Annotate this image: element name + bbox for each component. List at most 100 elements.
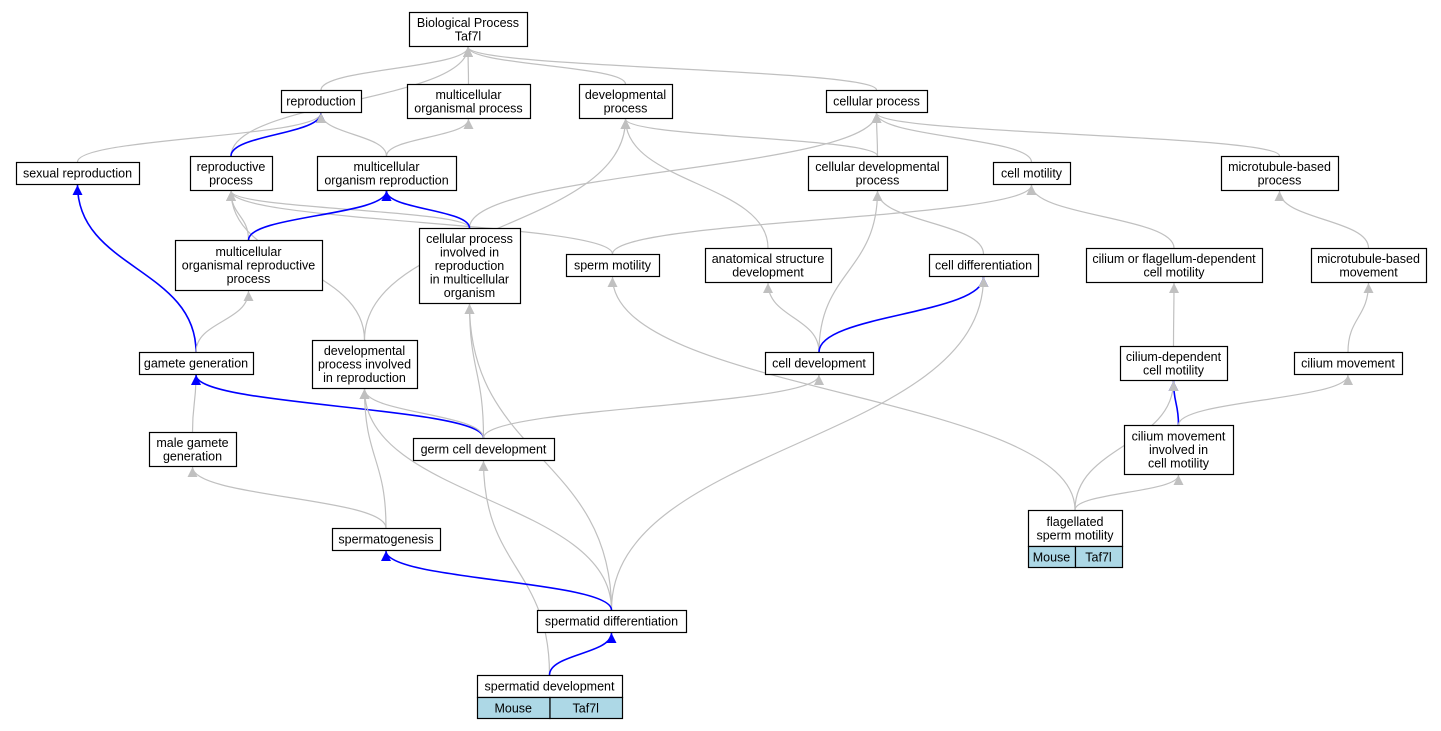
node-label-line: movement — [1339, 265, 1398, 279]
node-label-line: cell motility — [1143, 265, 1205, 279]
node-label-line: cellular process — [426, 232, 513, 246]
node-spermatid-differentiation[interactable]: spermatid differentiation — [536, 609, 688, 634]
node-label-line: cell motility — [1001, 167, 1063, 181]
edge-reproduction-to-bp-taf7l — [320, 46, 473, 91]
edge-cellular-developmental-process-to-cellular-process — [871, 112, 882, 157]
edge-gamete-generation-to-multicellular-organismal-reproductive-process — [195, 290, 254, 353]
node-box — [565, 253, 661, 278]
node-label-line: reproduction — [286, 95, 356, 109]
node-label-line: cell differentiation — [935, 259, 1032, 273]
node-label-line: process — [1258, 173, 1302, 187]
node-gamete-generation[interactable]: gamete generation — [138, 351, 255, 376]
node-label-line: sperm motility — [574, 259, 652, 273]
node-label-line: involved in — [440, 246, 499, 260]
annotation-label: Taf7l — [573, 702, 599, 716]
node-box — [825, 89, 929, 114]
node-box — [1293, 351, 1404, 376]
node-germ-cell-development[interactable]: germ cell development — [412, 437, 556, 462]
node-label-line: flagellated — [1047, 515, 1104, 529]
edge-cilium-or-flagellum-dependent-cell-motility-to-cell-motility — [1026, 184, 1175, 249]
edge-cellular-developmental-process-to-developmental-process — [620, 118, 879, 157]
node-label-line: spermatid development — [485, 680, 615, 694]
node-label-line: reproduction — [435, 259, 505, 273]
node-box — [1220, 155, 1340, 192]
node-label-line: cilium or flagellum-dependent — [1092, 252, 1256, 266]
node-box — [1027, 509, 1124, 548]
node-cell-motility[interactable]: cell motility — [992, 161, 1072, 186]
edge-flagellated-sperm-motility-to-cilium-movement-involved-in-cell-motility — [1074, 474, 1184, 511]
node-sexual-reproduction[interactable]: sexual reproduction — [15, 161, 141, 186]
edge-cell-differentiation-to-cellular-developmental-process — [872, 190, 985, 255]
node-label-line: organismal reproductive — [182, 259, 315, 273]
edge-cellular-process-involved-in-reproduction-to-multicellular-organism-reproduction — [381, 190, 471, 229]
node-label-line: cell motility — [1143, 363, 1205, 377]
node-label-line: cellular process — [833, 95, 920, 109]
node-sperm-motility[interactable]: sperm motility — [565, 253, 661, 278]
node-label-line: organism reproduction — [324, 173, 448, 187]
node-cell-development[interactable]: cell development — [764, 351, 875, 376]
node-label-line: in multicellular — [430, 273, 509, 287]
node-box — [311, 339, 419, 390]
annotation-label: Mouse — [494, 702, 532, 716]
edge-cell-development-to-cell-differentiation — [818, 276, 989, 353]
node-box — [1123, 424, 1235, 476]
node-box — [578, 83, 674, 120]
node-cell-differentiation[interactable]: cell differentiation — [928, 253, 1040, 278]
node-box — [928, 253, 1040, 278]
node-box — [148, 431, 238, 468]
node-label-line: development — [732, 265, 804, 279]
edge-multicellular-organism-reproduction-to-reproduction — [316, 112, 388, 157]
edge-cilium-movement-involved-in-cell-motility-to-cilium-movement — [1177, 374, 1353, 426]
edge-cilium-movement-involved-in-cell-motility-to-cilium-dependent-cell-motility — [1168, 380, 1180, 426]
node-label-line: Biological Process — [417, 16, 519, 30]
node-box — [406, 83, 532, 120]
node-box — [1085, 247, 1264, 284]
node-label-line: process — [856, 173, 900, 187]
edge-sexual-reproduction-to-reproduction — [76, 112, 326, 163]
node-label-line: involved in — [1149, 443, 1208, 457]
node-cellular-process[interactable]: cellular process — [825, 89, 929, 114]
edge-germ-cell-development-to-cellular-process-involved-in-reproduction — [464, 303, 485, 439]
edge-spermatogenesis-to-male-gamete-generation — [187, 466, 387, 529]
edge-cilium-dependent-cell-motility-to-cilium-or-flagellum-dependent-cell-motility — [1168, 282, 1179, 347]
node-cilium-movement[interactable]: cilium movement — [1293, 351, 1404, 376]
edge-spermatid-development-to-spermatid-differentiation — [548, 632, 617, 676]
node-box — [316, 155, 458, 192]
node-box — [331, 527, 442, 552]
node-label-line: anatomical structure — [712, 252, 825, 266]
node-label-line: Taf7l — [455, 29, 481, 43]
edge-spermatid-differentiation-to-cell-differentiation — [610, 276, 989, 611]
node-label-line: organismal process — [414, 101, 522, 115]
node-reproduction[interactable]: reproduction — [280, 89, 363, 114]
edge-spermatid-differentiation-to-spermatogenesis — [381, 550, 613, 611]
node-box — [704, 247, 833, 284]
node-spermatogenesis[interactable]: spermatogenesis — [331, 527, 442, 552]
node-box — [992, 161, 1072, 186]
node-label-line: microtubule-based — [1228, 160, 1331, 174]
edge-male-gamete-generation-to-gamete-generation — [190, 374, 201, 433]
annotation-label: Mouse — [1033, 551, 1071, 565]
edge-germ-cell-development-to-developmental-process-involved-in-reproduction — [359, 388, 485, 439]
node-label-line: germ cell development — [421, 443, 547, 457]
node-label-line: cilium movement — [1132, 430, 1226, 444]
edge-germ-cell-development-to-gamete-generation — [191, 374, 485, 439]
